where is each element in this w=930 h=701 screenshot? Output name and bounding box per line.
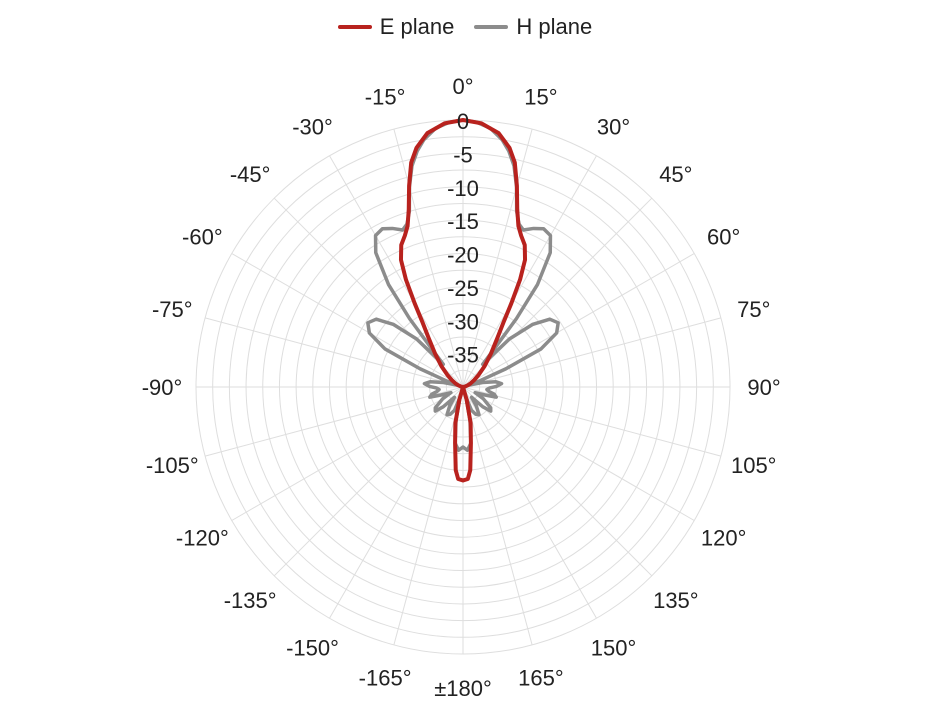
angle-tick-label: 30° bbox=[597, 114, 630, 139]
radial-tick-labels: 0 -5 -10 -15 -20 -25 -30 -35 bbox=[447, 109, 479, 368]
angle-tick-label: -30° bbox=[292, 114, 333, 139]
angle-tick-label: 15° bbox=[524, 84, 557, 109]
angle-tick-label: 150° bbox=[591, 636, 637, 661]
grid-spoke bbox=[462, 128, 533, 388]
grid-spoke bbox=[462, 253, 695, 388]
angle-tick-label: -150° bbox=[286, 636, 339, 661]
grid-spoke bbox=[329, 155, 464, 388]
angle-tick-label: -135° bbox=[224, 588, 277, 613]
grid-spoke bbox=[462, 386, 695, 521]
angle-tick-label: 90° bbox=[747, 375, 780, 400]
angle-tick-label: -60° bbox=[182, 225, 223, 250]
series-lines bbox=[366, 118, 560, 483]
legend: E plane H plane bbox=[0, 14, 930, 40]
radial-tick-label: -5 bbox=[453, 142, 473, 167]
grid-spoke bbox=[462, 386, 653, 577]
grid-spoke bbox=[462, 386, 722, 457]
grid-spoke bbox=[462, 197, 653, 388]
legend-swatch-h-plane bbox=[474, 25, 509, 29]
angle-tick-label: -75° bbox=[152, 297, 193, 322]
angle-tick-label: 60° bbox=[707, 225, 740, 250]
angle-tick-label: 0° bbox=[452, 74, 473, 99]
legend-swatch-e-plane bbox=[337, 25, 372, 29]
series-line-e-plane bbox=[398, 118, 528, 483]
angle-tick-label: ±180° bbox=[434, 676, 492, 696]
grid-spoke bbox=[231, 253, 464, 388]
grid-spoke bbox=[204, 386, 464, 457]
grid-spoke bbox=[393, 386, 464, 646]
grid-spoke bbox=[329, 386, 464, 619]
radial-tick-label: -20 bbox=[447, 243, 479, 268]
angle-tick-label: -120° bbox=[176, 526, 229, 551]
grid-spoke bbox=[462, 386, 533, 646]
grid-spoke bbox=[393, 128, 464, 388]
series-line-h-plane bbox=[366, 118, 560, 453]
grid-spoke bbox=[462, 386, 597, 619]
angle-tick-label: 165° bbox=[518, 666, 564, 691]
angle-tick-label: -45° bbox=[230, 162, 271, 187]
angle-tick-label: 120° bbox=[701, 526, 747, 551]
angle-tick-labels: 0° 15° 30° 45° 60° 75° 90° 105° 120° 135° 150° 165°… bbox=[142, 74, 781, 701]
radial-tick-label: 0 bbox=[457, 109, 469, 134]
angle-tick-label: 45° bbox=[659, 162, 692, 187]
grid-spoke bbox=[204, 317, 464, 388]
grid-spoke bbox=[231, 386, 464, 521]
legend-label-e-plane: E plane bbox=[379, 14, 455, 39]
radial-tick-label: -25 bbox=[447, 276, 479, 301]
angle-tick-label: 105° bbox=[731, 453, 777, 478]
legend-item-e-plane[interactable]: E plane bbox=[337, 14, 455, 40]
angle-tick-label: 75° bbox=[737, 297, 770, 322]
grid-spoke bbox=[273, 386, 464, 577]
angle-tick-label: -105° bbox=[146, 453, 199, 478]
radial-tick-label: -10 bbox=[447, 176, 479, 201]
legend-item-h-plane[interactable]: H plane bbox=[474, 14, 592, 40]
legend-label-h-plane: H plane bbox=[516, 14, 593, 39]
angle-tick-label: 135° bbox=[653, 588, 699, 613]
angle-tick-label: -165° bbox=[359, 666, 412, 691]
radial-tick-label: -30 bbox=[447, 309, 479, 334]
radial-tick-label: -15 bbox=[447, 209, 479, 234]
grid-spoke bbox=[462, 155, 597, 388]
grid-spoke bbox=[273, 197, 464, 388]
angle-tick-label: -15° bbox=[365, 84, 406, 109]
angle-tick-label: -90° bbox=[142, 375, 183, 400]
radial-tick-label: -35 bbox=[447, 343, 479, 368]
grid-spoke bbox=[462, 317, 722, 388]
